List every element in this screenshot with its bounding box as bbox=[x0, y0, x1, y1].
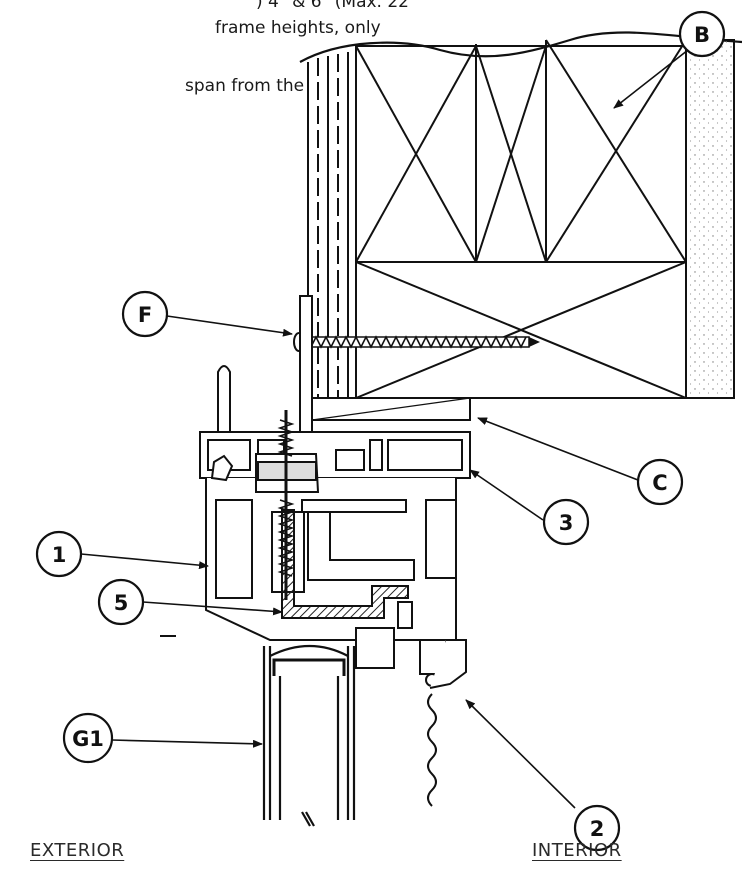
callout-g1-label: G1 bbox=[72, 727, 104, 751]
interior-label: INTERIOR bbox=[532, 840, 622, 861]
fastener-screw bbox=[293, 332, 540, 352]
callout-1 bbox=[35, 530, 83, 578]
note-line-2: frame heights, only bbox=[215, 18, 381, 38]
callout-2 bbox=[573, 804, 621, 852]
exterior-label: EXTERIOR bbox=[30, 840, 125, 861]
callout-b bbox=[678, 10, 726, 58]
callout-f bbox=[121, 290, 169, 338]
sill-frame-profile bbox=[199, 295, 471, 689]
callout-5 bbox=[97, 578, 145, 626]
callout-g1 bbox=[62, 712, 114, 764]
callout-3-label: 3 bbox=[559, 511, 574, 535]
callout-c-label: C bbox=[652, 471, 667, 495]
callout-3 bbox=[542, 498, 590, 546]
callout-5-label: 5 bbox=[114, 591, 129, 615]
note-line-1: ) 4" & 6" (Max. 22 bbox=[256, 0, 409, 12]
note-line-3: span from the bbox=[185, 76, 305, 96]
shim bbox=[311, 397, 471, 421]
leader-lines bbox=[80, 49, 689, 809]
steel-reinforcement bbox=[281, 509, 409, 619]
callout-b-label: B bbox=[694, 23, 710, 47]
callout-1-label: 1 bbox=[52, 543, 67, 567]
wall-framing bbox=[299, 31, 742, 400]
weather-seal bbox=[427, 693, 437, 807]
callout-f-label: F bbox=[138, 303, 152, 327]
callout-c bbox=[636, 458, 684, 506]
glass-unit bbox=[262, 644, 356, 827]
anchor-clip-and-screw bbox=[210, 410, 320, 600]
callout-2-label: 2 bbox=[590, 817, 605, 841]
